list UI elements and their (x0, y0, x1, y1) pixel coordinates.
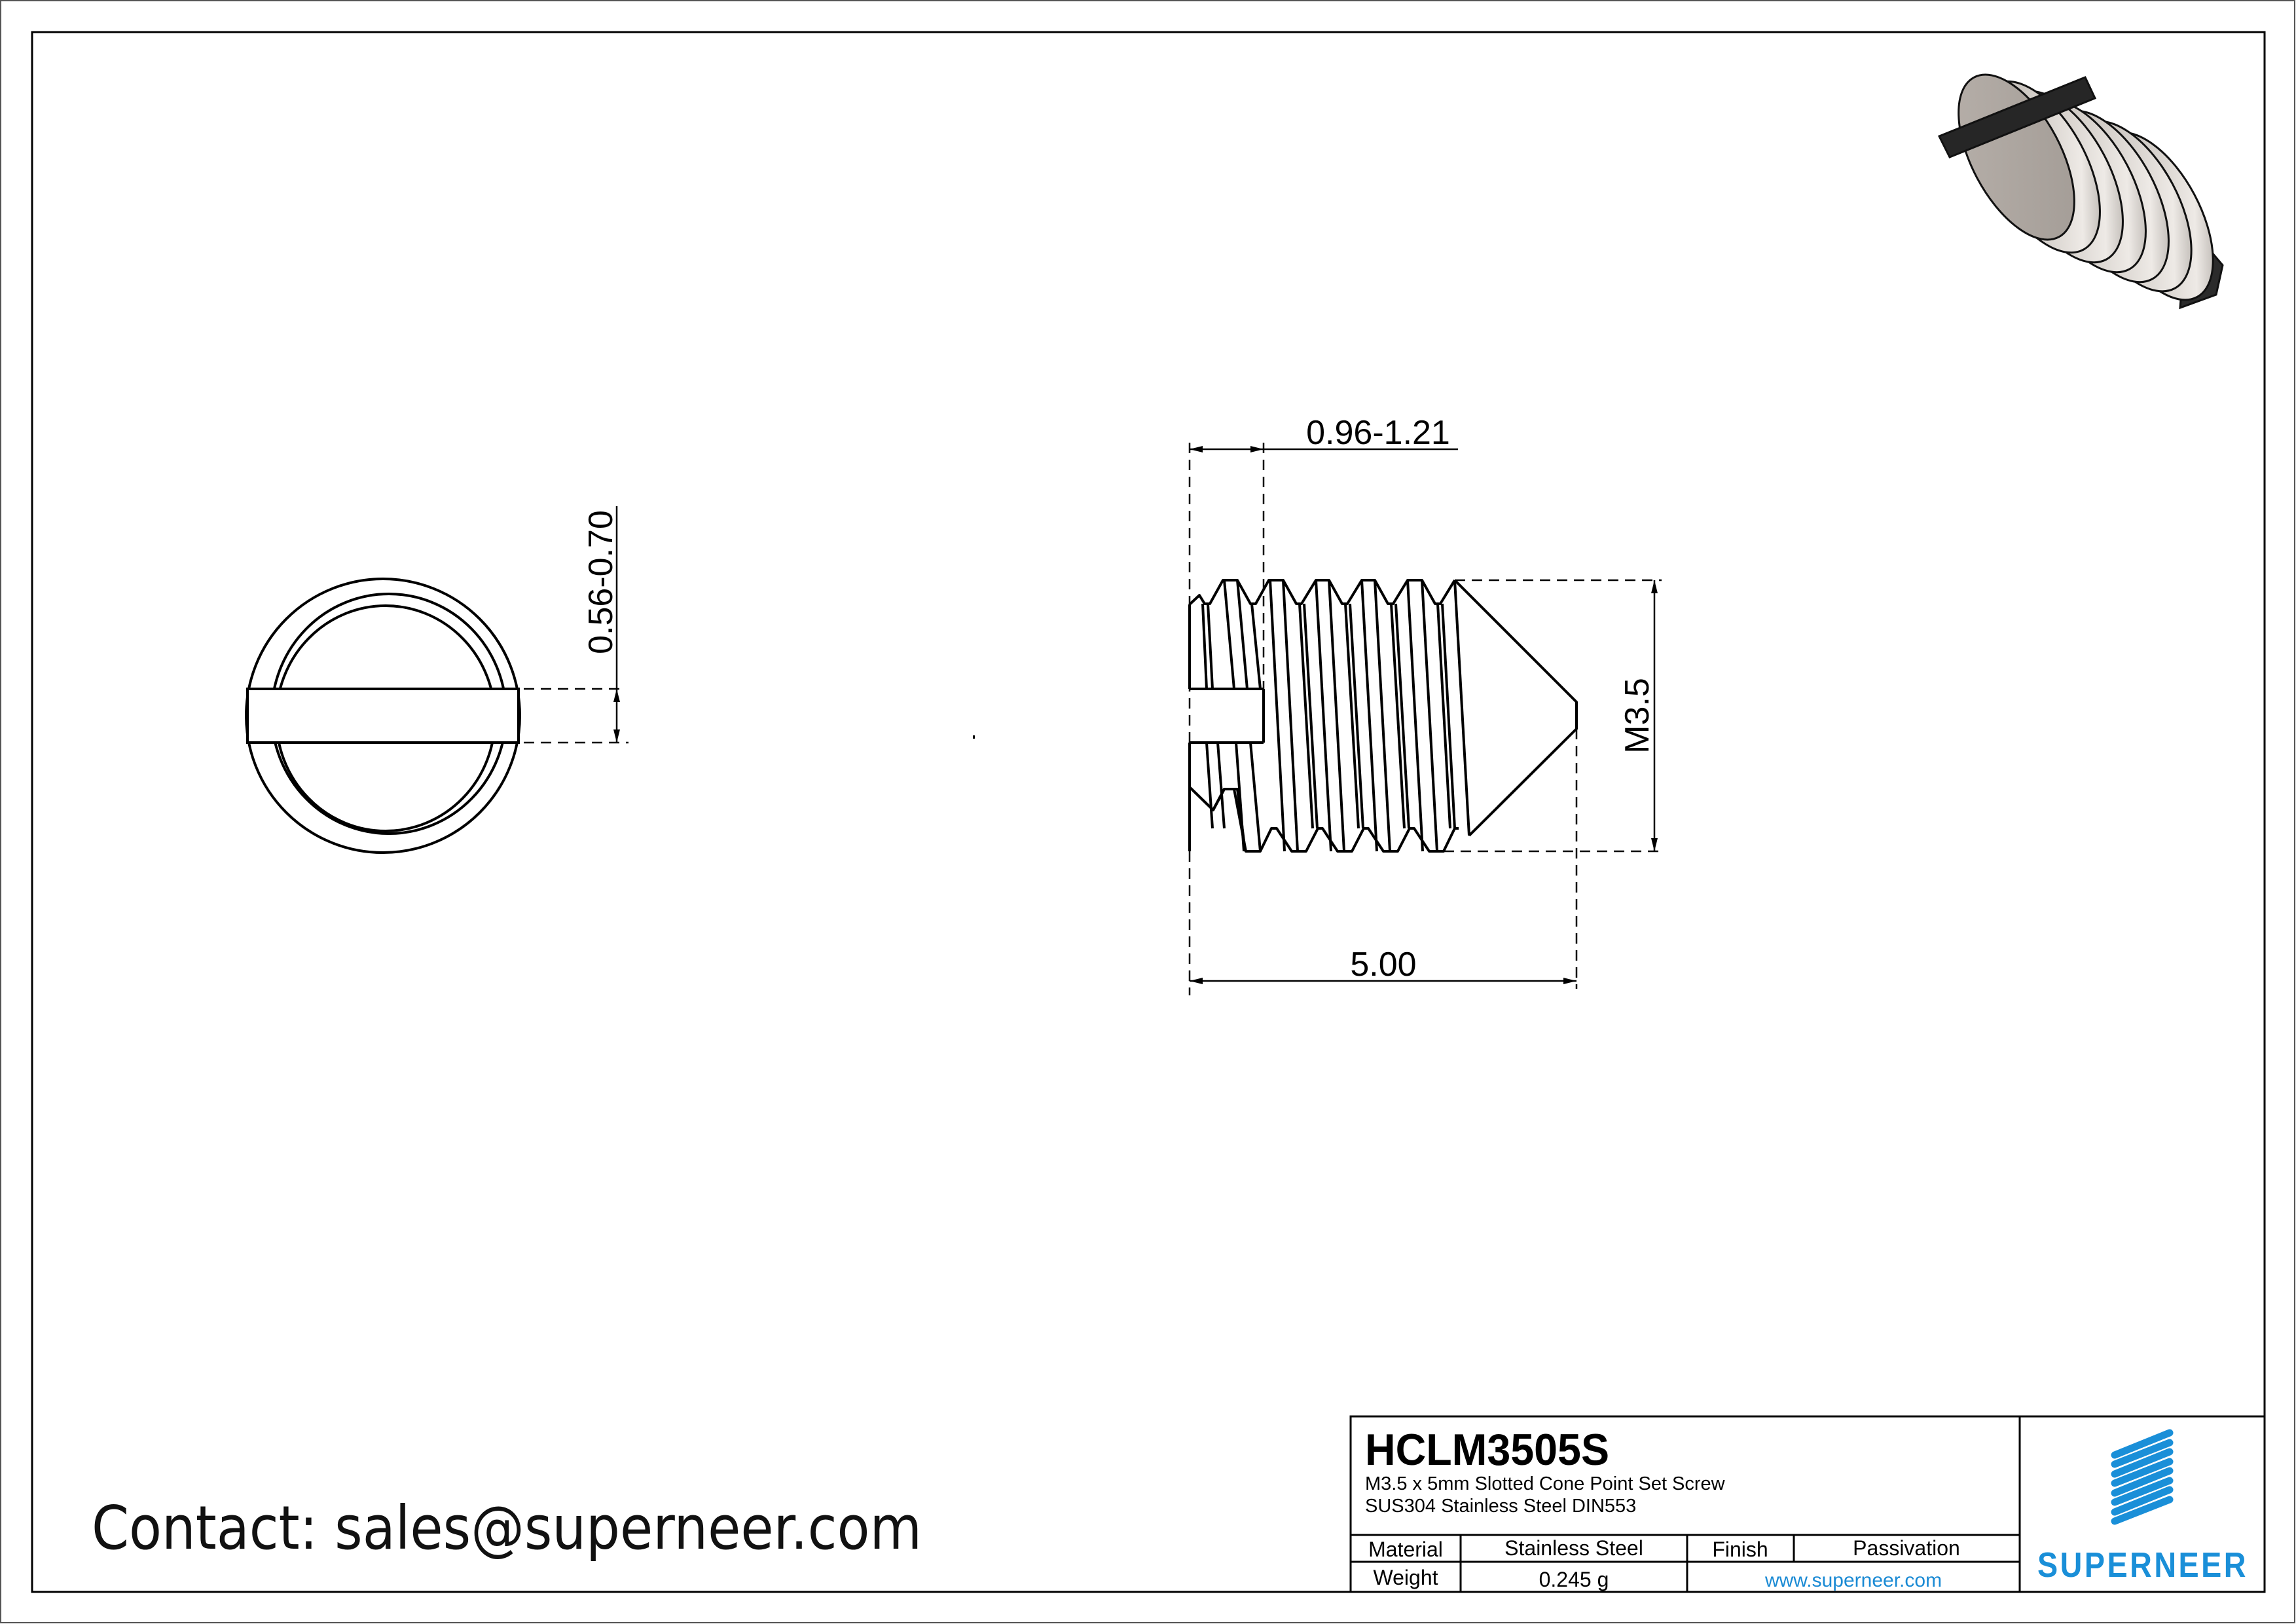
front-view (245, 578, 521, 854)
contact-email: Contact: sales@superneer.com (92, 1493, 922, 1563)
slot-depth-dimension (1188, 443, 1458, 995)
website-link[interactable]: www.superneer.com (1764, 1570, 1942, 1591)
material-value: Stainless Steel (1504, 1536, 1643, 1560)
front-slot-dimension (524, 506, 629, 744)
material-label: Material (1368, 1538, 1443, 1561)
part-number: HCLM3505S (1365, 1425, 1609, 1475)
description-line-2: SUS304 Stainless Steel DIN553 (1365, 1496, 1636, 1517)
drawing-frame (31, 31, 2266, 1593)
slot-width-dimension-label: 0.56-0.70 (582, 510, 620, 654)
superneer-logo-icon (2111, 1429, 2174, 1525)
slot-depth-dimension-label: 0.96-1.21 (1306, 414, 1450, 452)
thread-diameter-label: M3.5 (1618, 678, 1656, 754)
length-dimension-label: 5.00 (1350, 946, 1416, 984)
weight-value: 0.245 g (1539, 1568, 1609, 1591)
weight-label: Weight (1373, 1566, 1438, 1589)
description-line-1: M3.5 x 5mm Slotted Cone Point Set Screw (1365, 1473, 1726, 1494)
thread-diameter-dimension (1444, 579, 1662, 853)
finish-label: Finish (1712, 1538, 1768, 1561)
length-dimension (1190, 729, 1578, 989)
side-view (1188, 579, 1578, 853)
center-mark (973, 735, 975, 739)
screw-3d-render-icon (1937, 73, 2224, 310)
finish-value: Passivation (1853, 1536, 1960, 1560)
brand-name: SUPERNEER (2037, 1545, 2248, 1585)
